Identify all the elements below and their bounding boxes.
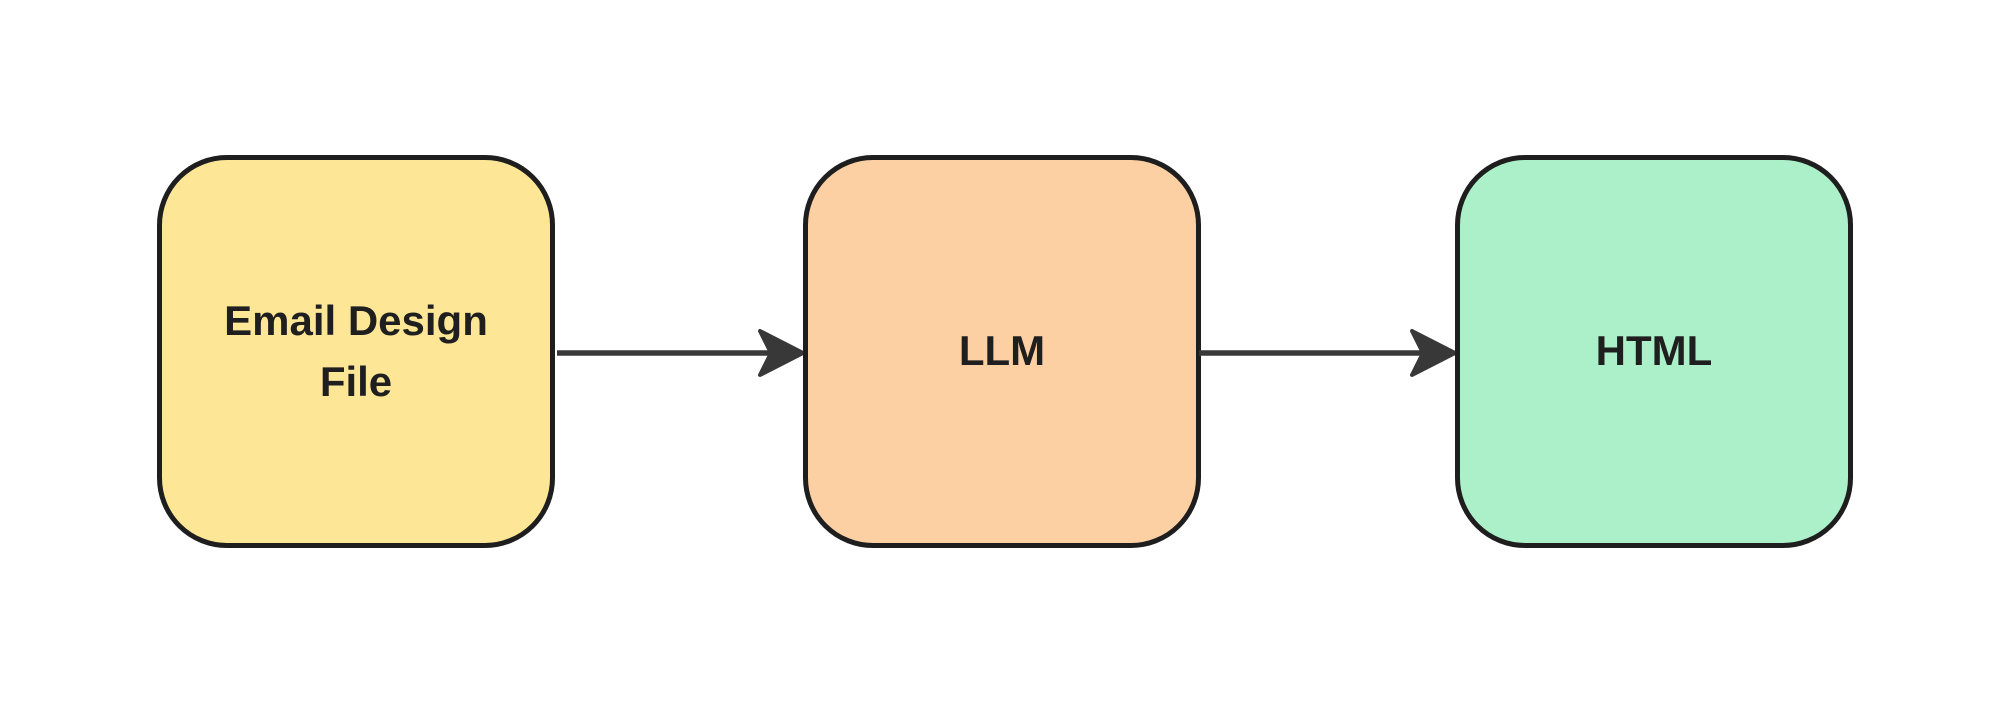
arrow-right-icon: [557, 329, 803, 377]
node-label: Email Design File: [224, 296, 488, 405]
arrow-head: [758, 329, 803, 377]
connector-llm-to-html: [1199, 323, 1455, 383]
node-label: LLM: [958, 327, 1046, 375]
node-llm: LLM: [803, 155, 1201, 548]
node-html: HTML: [1455, 155, 1853, 548]
connector-email-to-llm: [557, 323, 803, 383]
node-label: HTML: [1595, 327, 1713, 375]
arrow-right-icon: [1199, 329, 1455, 377]
arrow-head: [1410, 329, 1455, 377]
node-email-design-file: Email Design File: [157, 155, 555, 548]
